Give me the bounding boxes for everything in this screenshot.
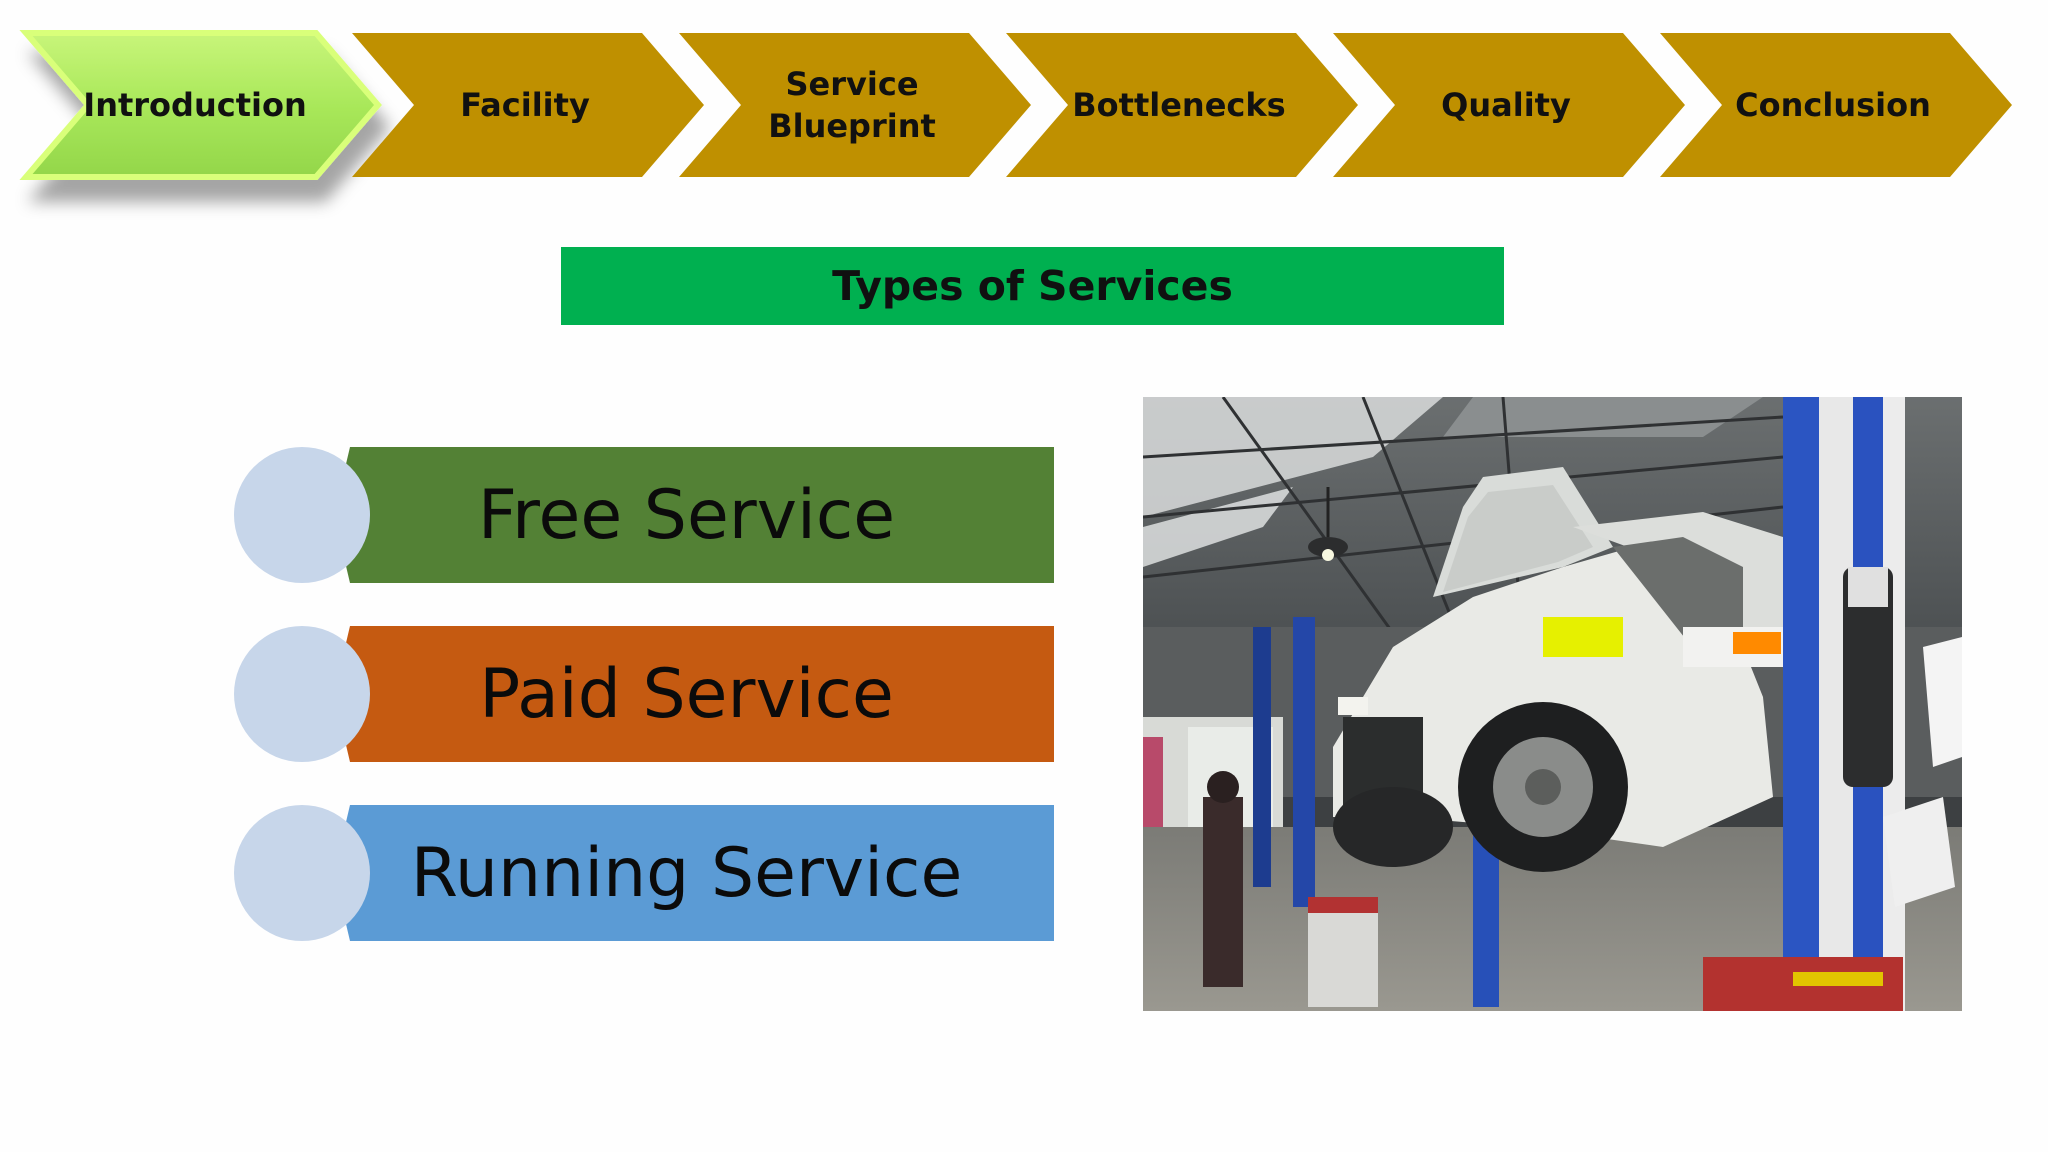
chevron-arrow-icon bbox=[19, 30, 382, 180]
service-label: Free Service bbox=[477, 475, 896, 555]
nav-step-facility[interactable]: Facility bbox=[352, 33, 704, 177]
nav-label: Conclusion bbox=[1735, 86, 1931, 124]
nav-label: Facility bbox=[460, 86, 590, 124]
chevron-arrow-icon bbox=[1660, 33, 2012, 177]
nav-step-bottlenecks[interactable]: Bottlenecks bbox=[1006, 33, 1358, 177]
service-item-free: Free Service bbox=[234, 447, 1054, 583]
bullet-circle-icon bbox=[234, 447, 370, 583]
service-item-paid: Paid Service bbox=[234, 626, 1054, 762]
nav-label: Service Blueprint bbox=[768, 65, 936, 145]
nav-label: Bottlenecks bbox=[1072, 86, 1286, 124]
nav-step-conclusion[interactable]: Conclusion bbox=[1660, 33, 2012, 177]
workshop-photo bbox=[1143, 397, 1962, 1011]
service-bar bbox=[334, 805, 1054, 941]
service-label: Running Service bbox=[410, 833, 963, 913]
nav-step-service-blueprint[interactable]: Service Blueprint bbox=[679, 33, 1031, 177]
service-bar bbox=[334, 447, 1054, 583]
chevron-arrow-icon bbox=[679, 33, 1031, 177]
service-label: Paid Service bbox=[479, 654, 894, 734]
process-nav: Introduction Facility Service Blueprint … bbox=[0, 0, 2048, 220]
section-title: Types of Services bbox=[561, 247, 1504, 325]
nav-step-quality[interactable]: Quality bbox=[1333, 33, 1685, 177]
bullet-circle-icon bbox=[234, 805, 370, 941]
nav-label: Quality bbox=[1441, 86, 1571, 124]
chevron-arrow-icon bbox=[1006, 33, 1358, 177]
nav-step-introduction[interactable]: Introduction bbox=[19, 30, 382, 180]
nav-label: Introduction bbox=[83, 86, 307, 124]
chevron-arrow-icon bbox=[1333, 33, 1685, 177]
chevron-arrow-icon bbox=[352, 33, 704, 177]
bullet-circle-icon bbox=[234, 626, 370, 762]
service-item-running: Running Service bbox=[234, 805, 1054, 941]
service-bar bbox=[334, 626, 1054, 762]
